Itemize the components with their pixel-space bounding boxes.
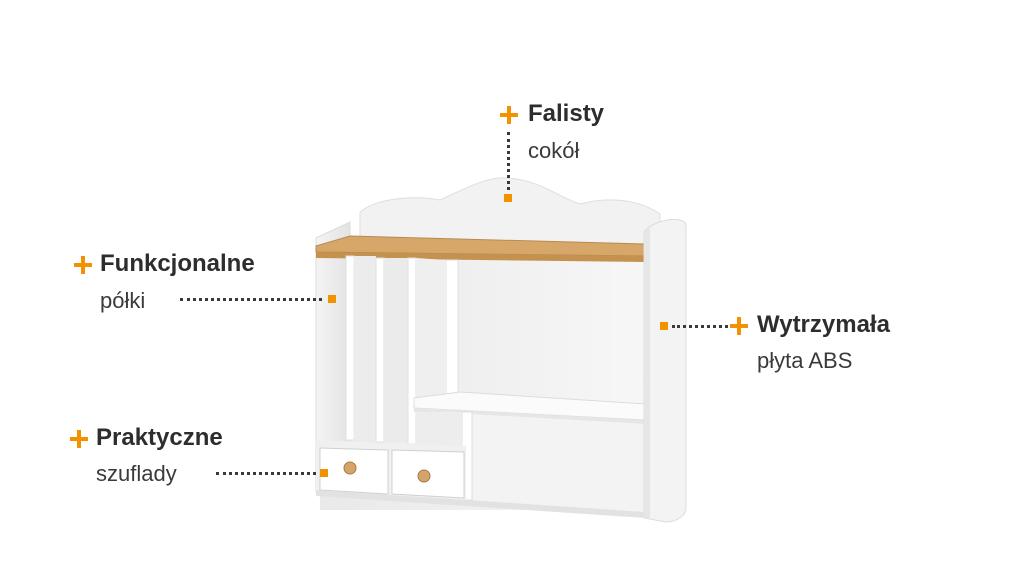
callout-right-subtitle: płyta ABS [757,348,853,373]
callout-left-title: Funkcjonalne [100,250,255,277]
callout-bottom-title: Praktyczne [96,424,223,451]
drawer-knob-right [417,469,431,483]
callout-right-title: Wytrzymała [757,311,890,338]
plus-icon [500,106,518,124]
divider-2 [375,257,385,443]
right-side-panel [643,219,687,523]
divider-3 [407,257,417,445]
plus-icon [730,317,748,335]
callout-top-subtitle: cokół [528,138,580,163]
plus-icon [74,256,92,274]
callout-left-connector [180,298,322,301]
callout-bottom-connector [216,472,316,475]
callout-left-subtitle: półki [100,288,146,313]
callout-left-marker [328,295,336,303]
callout-top-connector [507,132,510,190]
wavy-crest [359,177,661,251]
callout-top-marker [504,194,512,202]
callout-bottom-marker [320,469,328,477]
drawer-knob-left [343,461,357,475]
callout-top-title: Falisty [528,100,605,127]
plus-icon [70,430,88,448]
divider-4 [445,259,459,403]
callout-right-connector [672,325,728,328]
callout-right-marker [660,322,668,330]
divider-1 [345,255,355,441]
callout-bottom-subtitle: szuflady [96,461,177,486]
